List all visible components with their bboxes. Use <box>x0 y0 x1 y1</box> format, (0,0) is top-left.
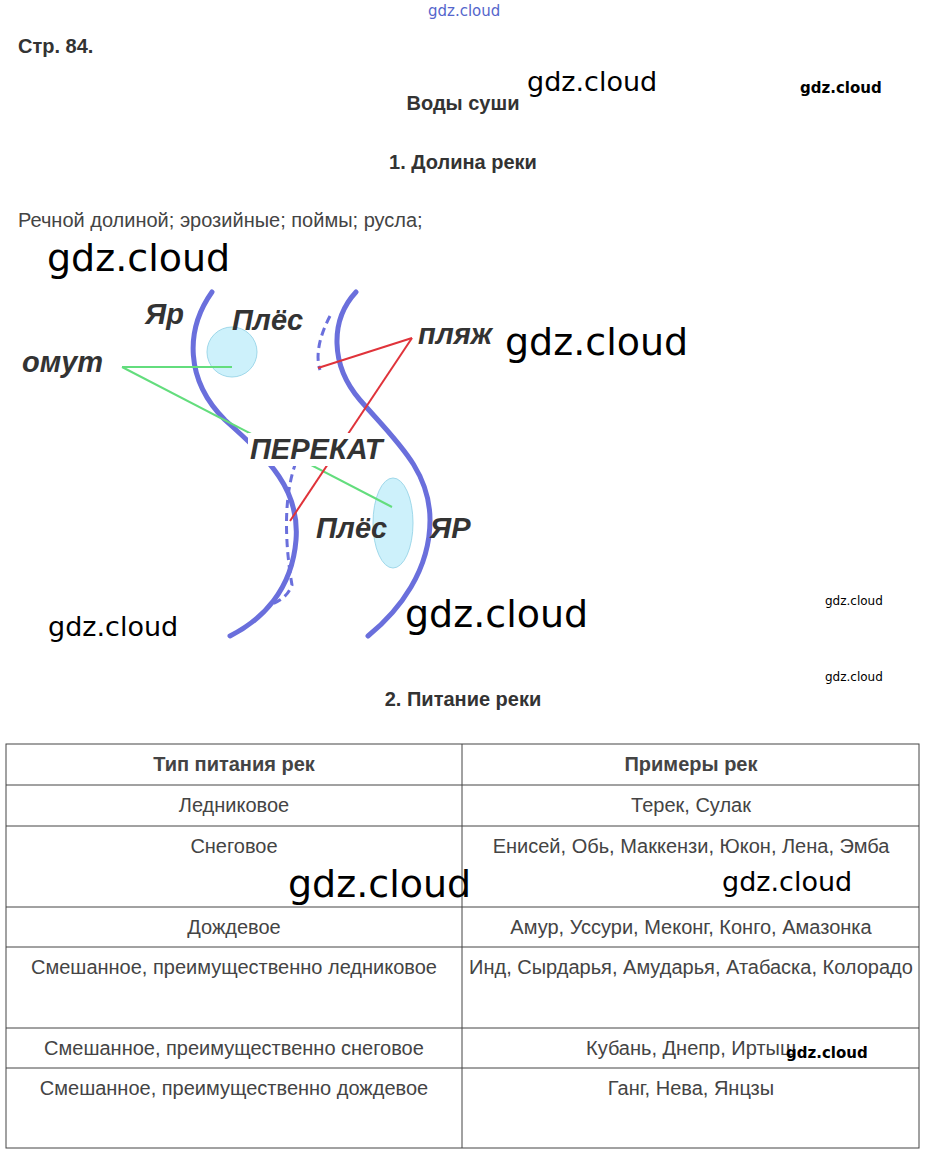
river-label: пляж <box>418 318 492 351</box>
table-cell: Ледниковое <box>8 785 460 825</box>
watermark: gdz.cloud <box>786 1044 868 1062</box>
table-cell: Смешанное, преимущественно дождевое <box>8 1068 460 1108</box>
watermark: gdz.cloud <box>825 670 883 684</box>
watermark: gdz.cloud <box>722 866 852 897</box>
watermark: gdz.cloud <box>48 611 178 642</box>
shallow-edge <box>272 462 296 604</box>
table-cell: Амур, Уссури, Меконг, Конго, Амазонка <box>466 907 916 947</box>
leader-line <box>318 338 412 368</box>
table-cell: Терек, Сулак <box>466 785 916 825</box>
watermark: gdz.cloud <box>505 320 688 364</box>
watermark: gdz.cloud <box>405 592 588 636</box>
answer-text: Речной долиной; эрозийные; поймы; русла; <box>18 209 423 232</box>
table-cell: Енисей, Обь, Маккензи, Юкон, Лена, Эмба <box>466 826 916 866</box>
table-grid <box>6 744 919 1148</box>
table-cell: Смешанное, преимущественно снеговое <box>8 1028 460 1068</box>
table-cell: Инд, Сырдарья, Амударья, Атабаска, Колор… <box>466 947 916 987</box>
table-cell: Дождевое <box>8 907 460 947</box>
section-heading: 1. Долина реки <box>0 151 926 174</box>
leader-line <box>122 367 392 507</box>
watermark: gdz.cloud <box>800 79 882 97</box>
watermark: gdz.cloud <box>428 2 500 20</box>
watermark: gdz.cloud <box>47 236 230 280</box>
page-title: Воды суши <box>0 92 926 115</box>
table-cell: Смешанное, преимущественно ледниковое <box>8 947 460 987</box>
table-cell: Примеры рек <box>466 744 916 784</box>
river-label: Плёс <box>316 512 387 545</box>
river-label: Плёс <box>232 304 303 337</box>
table-cell: Снеговое <box>8 826 460 866</box>
page-number: Стр. 84. <box>18 35 93 58</box>
table-cell: Ганг, Нева, Янцзы <box>466 1068 916 1108</box>
section-heading: 2. Питание реки <box>0 688 926 711</box>
leader-line <box>290 338 412 521</box>
shallow-edge <box>318 316 330 370</box>
river-label: ПЕРЕКАТ <box>248 433 384 466</box>
river-label: омут <box>22 346 103 379</box>
river-label: Яр <box>145 298 184 331</box>
watermark: gdz.cloud <box>288 862 471 906</box>
watermark: gdz.cloud <box>527 66 657 97</box>
table-cell: Тип питания рек <box>8 744 460 784</box>
watermark: gdz.cloud <box>825 594 883 608</box>
river-label: ЯР <box>430 512 470 545</box>
leader-line <box>122 366 232 368</box>
